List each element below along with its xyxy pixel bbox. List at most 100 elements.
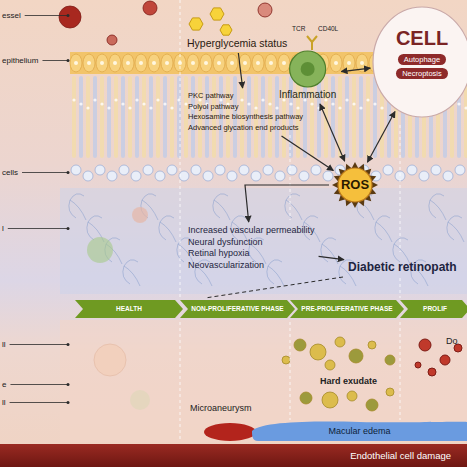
node-text: Hyperglycemia status xyxy=(187,37,287,50)
stage-arrow: PROLIF xyxy=(400,300,467,318)
hard-exudate xyxy=(335,337,345,347)
photoreceptor-dot xyxy=(128,106,131,109)
hard-exudate xyxy=(386,388,394,396)
bipolar-cell xyxy=(107,171,117,181)
cell-nucleus xyxy=(165,61,169,65)
bipolar-cell xyxy=(71,165,81,175)
red-blood-cell xyxy=(59,6,81,28)
bipolar-cell xyxy=(311,165,321,175)
red-blood-cell xyxy=(258,3,272,17)
leader-dot xyxy=(67,401,70,404)
node-text: Polyol pathway xyxy=(188,102,303,113)
epithelial-cell xyxy=(187,54,199,72)
photoreceptor-dot xyxy=(142,102,145,105)
phase-separator xyxy=(290,135,291,220)
glucose-hexagon xyxy=(210,8,224,20)
dot-hemorrhage xyxy=(428,368,436,376)
photoreceptor-dot xyxy=(79,102,82,105)
layer-label: cells xyxy=(2,168,18,177)
epithelial-cell xyxy=(96,54,108,72)
hard-exudate xyxy=(385,355,395,365)
hard-exudate xyxy=(322,392,338,408)
receptor-symbol xyxy=(307,36,317,50)
photoreceptor-dot xyxy=(366,98,369,101)
photoreceptor xyxy=(156,76,160,158)
glial-process xyxy=(123,260,140,286)
ros-sun: ROS xyxy=(331,161,379,209)
leader-dot xyxy=(67,171,70,174)
photoreceptor-dot xyxy=(93,98,96,101)
layer-label: essel xyxy=(2,11,21,20)
epithelial-cell xyxy=(161,54,173,72)
node-text: PROLIF xyxy=(423,305,447,313)
glial-process xyxy=(375,216,392,242)
photoreceptor-dot xyxy=(352,102,355,105)
node-text: Retinal hypoxia xyxy=(188,248,315,260)
epithelial-cell xyxy=(70,54,82,72)
photoreceptor xyxy=(86,76,90,158)
node-text: NON-PROLIFERATIVE PHASE xyxy=(191,305,283,313)
hard-exudate xyxy=(294,339,306,351)
cell-nucleus xyxy=(100,61,104,65)
bipolar-cell xyxy=(383,165,393,175)
photoreceptor xyxy=(184,76,188,158)
connector-arrow xyxy=(319,256,344,259)
glial-process xyxy=(213,194,230,220)
photoreceptor xyxy=(121,76,125,158)
glucose-hexagon xyxy=(220,25,232,35)
phase-separator xyxy=(180,0,181,298)
photoreceptor-dot xyxy=(331,102,334,105)
layer-label: ll xyxy=(2,398,6,407)
hard-exudate xyxy=(347,391,357,401)
callout-label: Microaneurysm xyxy=(190,403,252,413)
connector-arrow xyxy=(238,53,242,88)
photoreceptor xyxy=(359,76,363,158)
connector-arrow xyxy=(367,112,395,163)
layer-label: ll xyxy=(2,340,6,349)
node-text: Macular edema xyxy=(328,426,390,437)
connector-arrow xyxy=(245,185,329,222)
bipolar-cell xyxy=(455,165,465,175)
dot-hemorrhage xyxy=(440,355,450,365)
cell-nucleus xyxy=(282,61,286,65)
microaneurysm xyxy=(204,423,256,441)
node-text: Necroptosis xyxy=(402,69,442,78)
cell-nucleus xyxy=(126,61,130,65)
layer-label: epithelium xyxy=(2,56,38,65)
ganglion-cell xyxy=(87,237,113,263)
photoreceptor-dot xyxy=(359,106,362,109)
bipolar-cell xyxy=(431,165,441,175)
photoreceptor-dot xyxy=(100,102,103,105)
hard-exudate xyxy=(310,344,326,360)
death-pill: Autophage xyxy=(398,54,446,65)
epithelial-cell xyxy=(330,54,342,72)
callout-label: TCR xyxy=(292,25,305,32)
node-text: Autophage xyxy=(404,55,440,64)
node-text: Inflammation xyxy=(279,89,336,101)
bipolar-cell xyxy=(419,171,429,181)
stage-arrow: PRE-PROLIFERATIVE PHASE xyxy=(290,300,404,318)
effect-list: Increased vascular permeabilityNeural dy… xyxy=(186,224,317,272)
node-text: CELL xyxy=(396,26,448,50)
bipolar-cell xyxy=(227,171,237,181)
epithelial-cell xyxy=(213,54,225,72)
stage-arrow: NON-PROLIFERATIVE PHASE xyxy=(180,300,295,318)
leader-line xyxy=(25,15,68,16)
leader-line xyxy=(22,172,68,173)
cell-death-circle: CELL AutophageNecroptosis xyxy=(372,6,467,118)
bipolar-cell xyxy=(323,171,333,181)
connector-arrow xyxy=(282,136,334,171)
glucose-hexagon xyxy=(189,18,203,30)
photoreceptor-dot xyxy=(149,106,152,109)
bipolar-cell xyxy=(263,165,273,175)
epithelial-cell xyxy=(83,54,95,72)
node-text: Diabetic retinopath xyxy=(348,260,457,274)
glial-process xyxy=(159,216,176,242)
glial-process xyxy=(267,260,284,286)
leader-dot xyxy=(67,59,70,62)
photoreceptor xyxy=(135,76,139,158)
node-text: HEALTH xyxy=(116,305,142,313)
glial-process xyxy=(447,216,464,242)
progression-line xyxy=(205,277,343,298)
photoreceptor xyxy=(366,76,370,158)
